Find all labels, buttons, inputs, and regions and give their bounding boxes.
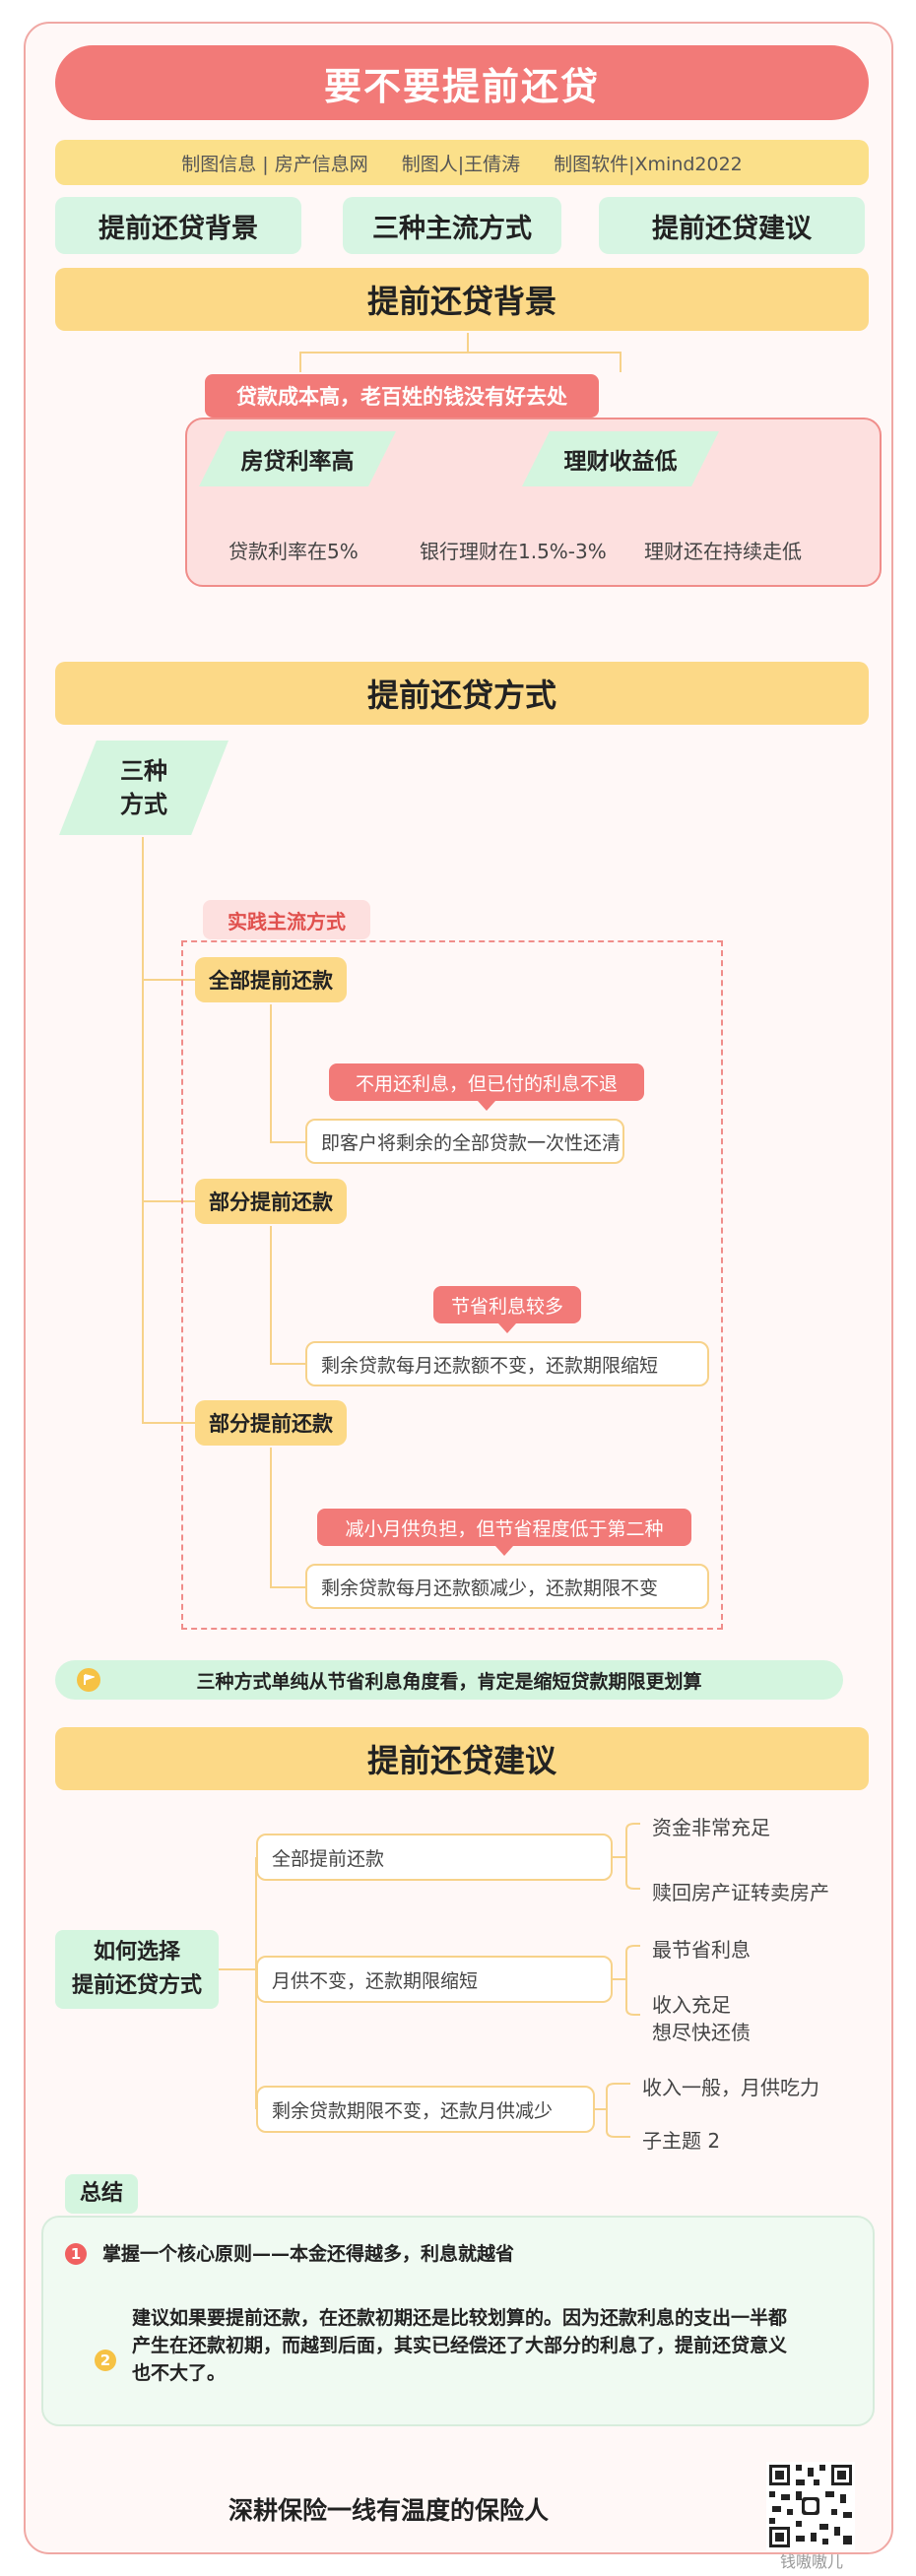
summary-label: 总结 [65, 2174, 138, 2214]
detail-bank-wealth: 银行理财在1.5%-3% [420, 540, 607, 563]
sub-ample-funds: 资金非常充足 [652, 1816, 770, 1839]
option-reduce-payment: 剩余贷款期限不变，还款月供减少 [256, 2086, 595, 2133]
node-mortgage-rate-high: 房贷利率高 [199, 431, 396, 486]
qr-code-icon [766, 2462, 855, 2550]
option-shorten-term: 月供不变，还款期限缩短 [256, 1956, 613, 2003]
node-how-to-choose: 如何选择 提前还贷方式 [55, 1930, 219, 2009]
sub-average-income: 收入一般，月供吃力 [642, 2076, 819, 2099]
info-source: 制图信息 | 房产信息网 [181, 153, 368, 175]
reason-label: 贷款成本高，老百姓的钱没有好去处 [205, 374, 599, 418]
watermark-text: 钱嗷嗷儿 [780, 2552, 844, 2571]
group-label-practice: 实践主流方式 [203, 900, 370, 939]
info-author: 制图人|王倩涛 [401, 153, 521, 175]
sub-redeem-sell: 赎回房产证转卖房产 [652, 1881, 829, 1904]
option-full-prepay: 全部提前还款 [256, 1834, 613, 1881]
summary-number-2: 2 [95, 2350, 116, 2371]
summary-box [41, 2216, 875, 2426]
advice-root-line-2: 提前还贷方式 [71, 1973, 202, 1998]
sub-subtopic-2: 子主题 2 [642, 2129, 721, 2153]
method-full-prepay: 全部提前还款 [195, 957, 347, 1002]
detail-loan-rate: 贷款利率在5% [229, 540, 359, 563]
methods-dashed-group [181, 940, 723, 1630]
callout-partial-reduce: 减小月供负担，但节省程度低于第二种 [317, 1509, 691, 1556]
detail-full-prepay: 即客户将剩余的全部贷款一次性还清 [305, 1119, 624, 1164]
section-heading-advice: 提前还贷建议 [55, 1727, 869, 1790]
root-line-1: 三种 [120, 757, 167, 785]
sub-sufficient-income: 收入充足 想尽快还债 [652, 1993, 751, 2044]
sub-save-interest: 最节省利息 [652, 1938, 751, 1962]
section-heading-background: 提前还贷背景 [55, 268, 869, 331]
advice-root-line-1: 如何选择 [93, 1940, 180, 1964]
detail-partial-reduce: 剩余贷款每月还款额减少，还款期限不变 [305, 1564, 709, 1609]
footer-slogan: 深耕保险一线有温度的保险人 [229, 2496, 550, 2525]
info-bar: 制图信息 | 房产信息网 制图人|王倩涛 制图软件|Xmind2022 [55, 140, 869, 185]
page-title: 要不要提前还贷 [55, 45, 869, 120]
method-partial-shorten: 部分提前还款 [195, 1179, 347, 1224]
note-text: 三种方式单纯从节省利息角度看，肯定是缩短贷款期限更划算 [196, 1670, 702, 1693]
tag-background: 提前还贷背景 [55, 197, 301, 254]
watermark: 钱嗷嗷儿 [780, 2548, 843, 2572]
callout-partial-shorten: 节省利息较多 [433, 1286, 581, 1333]
note-bar: 三种方式单纯从节省利息角度看，肯定是缩短贷款期限更划算 [55, 1660, 843, 1700]
detail-wealth-falling: 理财还在持续走低 [644, 540, 802, 563]
method-partial-reduce: 部分提前还款 [195, 1400, 347, 1446]
flag-icon [77, 1668, 100, 1692]
section-heading-methods: 提前还贷方式 [55, 662, 869, 725]
summary-point-2: 建议如果要提前还款，在还款初期还是比较划算的。因为还款利息的支出一半都产生在还款… [132, 2307, 788, 2384]
summary-number-1: 1 [65, 2243, 87, 2265]
node-wealth-return-low: 理财收益低 [522, 431, 719, 486]
summary-point-1: 掌握一个核心原则——本金还得越多，利息就越省 [102, 2243, 515, 2265]
tag-advice: 提前还贷建议 [599, 197, 865, 254]
info-software: 制图软件|Xmind2022 [554, 153, 743, 175]
callout-full-prepay: 不用还利息，但已付的利息不退 [329, 1063, 644, 1111]
tag-methods: 三种主流方式 [343, 197, 561, 254]
detail-partial-shorten: 剩余贷款每月还款额不变，还款期限缩短 [305, 1341, 709, 1386]
root-line-2: 方式 [120, 791, 167, 818]
